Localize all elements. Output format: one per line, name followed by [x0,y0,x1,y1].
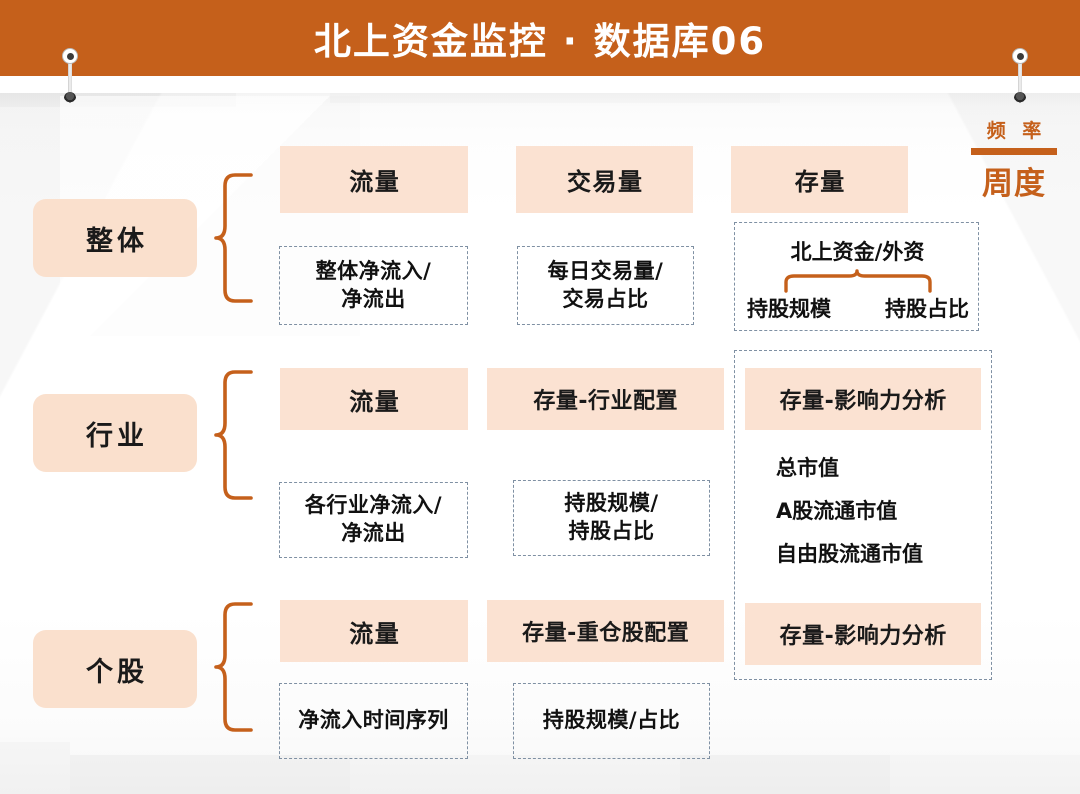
chip-overall-holding[interactable]: 存量 [731,146,908,213]
chip-label: 存量-重仓股配置 [522,621,690,646]
category-pill-industry[interactable]: 行业 [33,394,197,472]
category-label: 个股 [86,656,148,688]
influence-item: 总市值 [776,456,839,480]
category-pill-stock[interactable]: 个股 [33,630,197,708]
brace-industry-icon [213,369,253,501]
frequency-label: 频 率 [986,120,1047,142]
detail-label: 持股规模/ 持股占比 [564,491,659,543]
detail-overall-turnover[interactable]: 每日交易量/ 交易占比 [517,246,694,325]
frequency-block: 频 率 周度 [966,116,1062,203]
detail-stock-heavy-allocation[interactable]: 持股规模/占比 [513,683,710,759]
brace-overall-icon [213,172,253,304]
title-banner: 北上资金监控 · 数据库06 [0,0,1080,76]
category-label: 整体 [86,225,148,257]
chip-label: 流量 [349,168,401,196]
chip-overall-flow[interactable]: 流量 [280,146,468,213]
detail-label: 每日交易量/ 交易占比 [547,258,664,311]
chip-overall-turnover[interactable]: 交易量 [516,146,693,213]
category-pill-overall[interactable]: 整体 [33,199,197,277]
chip-label: 交易量 [567,168,644,196]
chip-label: 流量 [349,619,401,648]
detail-label: 净流入时间序列 [298,708,449,733]
detail-overall-holding-composite[interactable]: 北上资金/外资 持股规模 持股占比 [734,222,979,331]
chip-label: 流量 [349,387,401,416]
influence-item: 自由股流通市值 [776,542,923,566]
chip-stock-influence[interactable]: 存量-影响力分析 [745,603,981,665]
chip-label: 存量 [794,168,846,196]
page-title: 北上资金监控 · 数据库06 [313,20,767,63]
composite-title: 北上资金/外资 [790,240,925,264]
detail-overall-flow[interactable]: 整体净流入/ 净流出 [279,246,468,325]
frequency-divider [971,148,1057,155]
detail-label: 持股规模/占比 [542,708,681,733]
influence-analysis-group[interactable] [734,350,992,680]
chip-label: 存量-行业配置 [533,389,679,414]
chip-label: 存量-影响力分析 [779,624,947,649]
chip-stock-heavy-allocation[interactable]: 存量-重仓股配置 [487,600,724,662]
influence-item-list: 总市值 A股流通市值 自由股流通市值 [776,452,923,581]
composite-child-label: 持股占比 [885,297,969,321]
category-label: 行业 [86,420,148,452]
composite-child-label: 持股规模 [747,297,831,321]
frequency-value: 周度 [982,166,1046,202]
detail-label: 各行业净流入/ 净流出 [304,493,443,545]
influence-item: A股流通市值 [776,499,898,523]
detail-industry-allocation[interactable]: 持股规模/ 持股占比 [513,480,710,556]
chip-label: 存量-影响力分析 [779,389,947,414]
detail-industry-flow[interactable]: 各行业净流入/ 净流出 [279,482,468,558]
detail-label: 整体净流入/ 净流出 [315,258,432,311]
brace-stock-icon [213,601,253,733]
chip-stock-flow[interactable]: 流量 [280,600,468,662]
down-brace-icon [783,269,933,293]
chip-industry-influence[interactable]: 存量-影响力分析 [745,368,981,430]
chip-industry-flow[interactable]: 流量 [280,368,468,430]
detail-stock-flow[interactable]: 净流入时间序列 [279,683,468,759]
chip-industry-allocation[interactable]: 存量-行业配置 [487,368,724,430]
